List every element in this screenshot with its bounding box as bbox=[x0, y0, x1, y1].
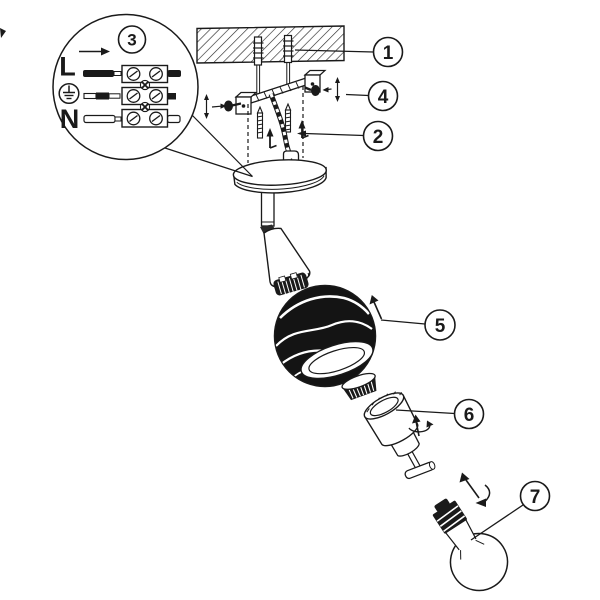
wall-anchor-left bbox=[253, 36, 264, 97]
ceiling bbox=[196, 25, 345, 64]
globe-shade bbox=[273, 284, 377, 388]
callout-6: 6 bbox=[395, 398, 485, 430]
callout-7: 7 bbox=[470, 480, 551, 541]
mounting-bracket bbox=[234, 69, 327, 115]
wiring-inset: 3 L N bbox=[52, 13, 199, 161]
callout-3-label: 3 bbox=[127, 31, 136, 50]
direction-arrow-icon bbox=[79, 47, 110, 56]
callout-4-label: 4 bbox=[378, 87, 389, 108]
callout-1-label: 1 bbox=[383, 43, 394, 64]
inset-tail-line bbox=[164, 147, 253, 178]
mounting-screw-left bbox=[256, 105, 264, 139]
earth-ground-icon bbox=[58, 82, 80, 105]
insert-arrow-globe bbox=[369, 295, 383, 320]
canopy bbox=[232, 159, 327, 194]
bracket-screw-left bbox=[204, 94, 242, 119]
insert-arrow-left bbox=[266, 128, 277, 149]
callout-5: 5 bbox=[380, 309, 456, 341]
terminal-block bbox=[121, 64, 169, 128]
callout-2: 2 bbox=[297, 120, 394, 152]
edge-mark bbox=[0, 28, 6, 38]
callout-7-label: 7 bbox=[530, 487, 541, 508]
direction-arrow-icon bbox=[322, 77, 340, 102]
callout-1: 1 bbox=[294, 36, 404, 68]
live-label: L bbox=[59, 52, 76, 82]
callout-3: 3 bbox=[117, 25, 147, 54]
earth-wire bbox=[83, 92, 176, 100]
neutral-wire bbox=[83, 114, 181, 124]
mounting-screw-right bbox=[284, 102, 292, 133]
callout-5-label: 5 bbox=[435, 316, 446, 337]
globe-opening bbox=[300, 340, 374, 380]
callout-2-label: 2 bbox=[373, 127, 384, 148]
cone-socket-collar bbox=[273, 272, 309, 296]
callout-4: 4 bbox=[345, 80, 399, 112]
callout-6-label: 6 bbox=[464, 405, 475, 426]
knurled-ring bbox=[341, 372, 377, 401]
rotate-arrow-icon bbox=[408, 414, 434, 437]
phillips-screw-icon bbox=[139, 79, 151, 113]
inset-tail-line bbox=[190, 113, 253, 177]
bracket-screw-right bbox=[304, 77, 340, 102]
rotate-arrow-icon bbox=[459, 472, 491, 507]
wall-anchor-right bbox=[283, 34, 294, 84]
light-bulb bbox=[432, 498, 509, 592]
neutral-label: N bbox=[60, 104, 80, 134]
live-wire bbox=[83, 70, 181, 77]
socket-assembly bbox=[363, 391, 436, 480]
direction-arrow-icon bbox=[204, 94, 227, 119]
